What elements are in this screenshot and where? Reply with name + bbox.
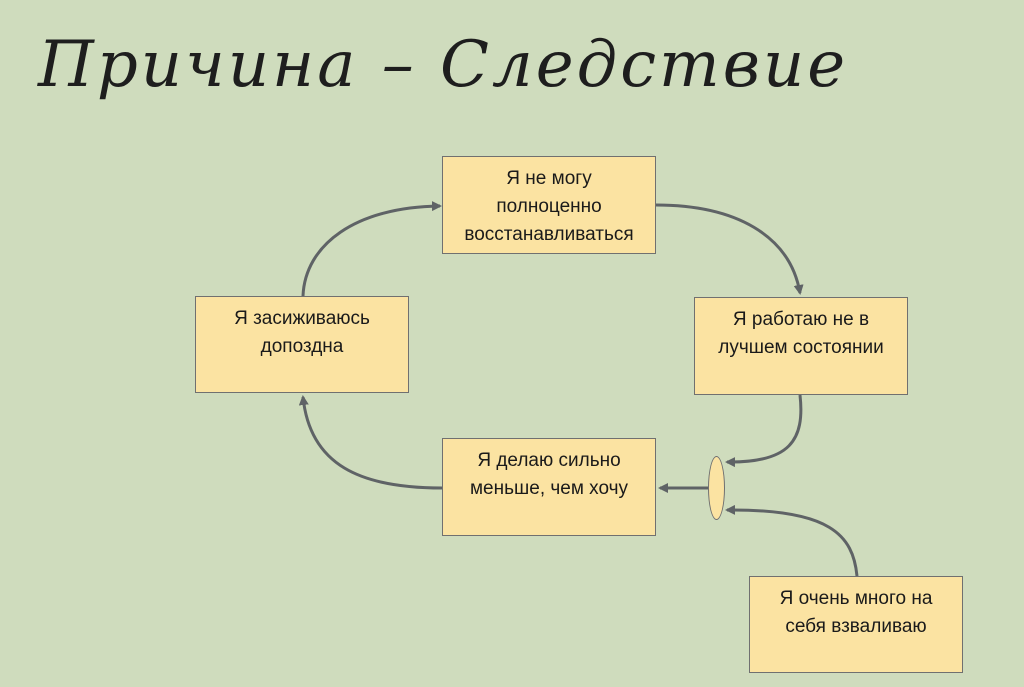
node-take-on-too-much: Я очень много на себя взваливаю [749, 576, 963, 673]
arrow-n5-to-junction [725, 504, 859, 577]
arrow-n2-to-junction [725, 394, 803, 468]
arrow-n4-to-n1 [301, 201, 442, 297]
node-stay-up-late: Я засиживаюсь допоздна [195, 296, 409, 393]
node-label: Я очень много на себя взваливаю [779, 588, 933, 637]
node-label: Я работаю не в лучшем состоянии [718, 309, 884, 358]
junction-node [708, 456, 725, 520]
node-label: Я засиживаюсь допоздна [234, 308, 370, 357]
page-title: Причина – Следствие [38, 28, 849, 102]
node-work-not-best-state: Я работаю не в лучшем состоянии [694, 297, 908, 395]
arrow-n1-to-n2 [655, 203, 804, 295]
node-do-much-less: Я делаю сильно меньше, чем хочу [442, 438, 656, 536]
arrow-n3-to-n4 [298, 395, 443, 490]
node-label: Я не могу полноценно восстанавливаться [464, 168, 634, 245]
node-label: Я делаю сильно меньше, чем хочу [469, 450, 629, 499]
node-cannot-recover: Я не могу полноценно восстанавливаться [442, 156, 656, 254]
